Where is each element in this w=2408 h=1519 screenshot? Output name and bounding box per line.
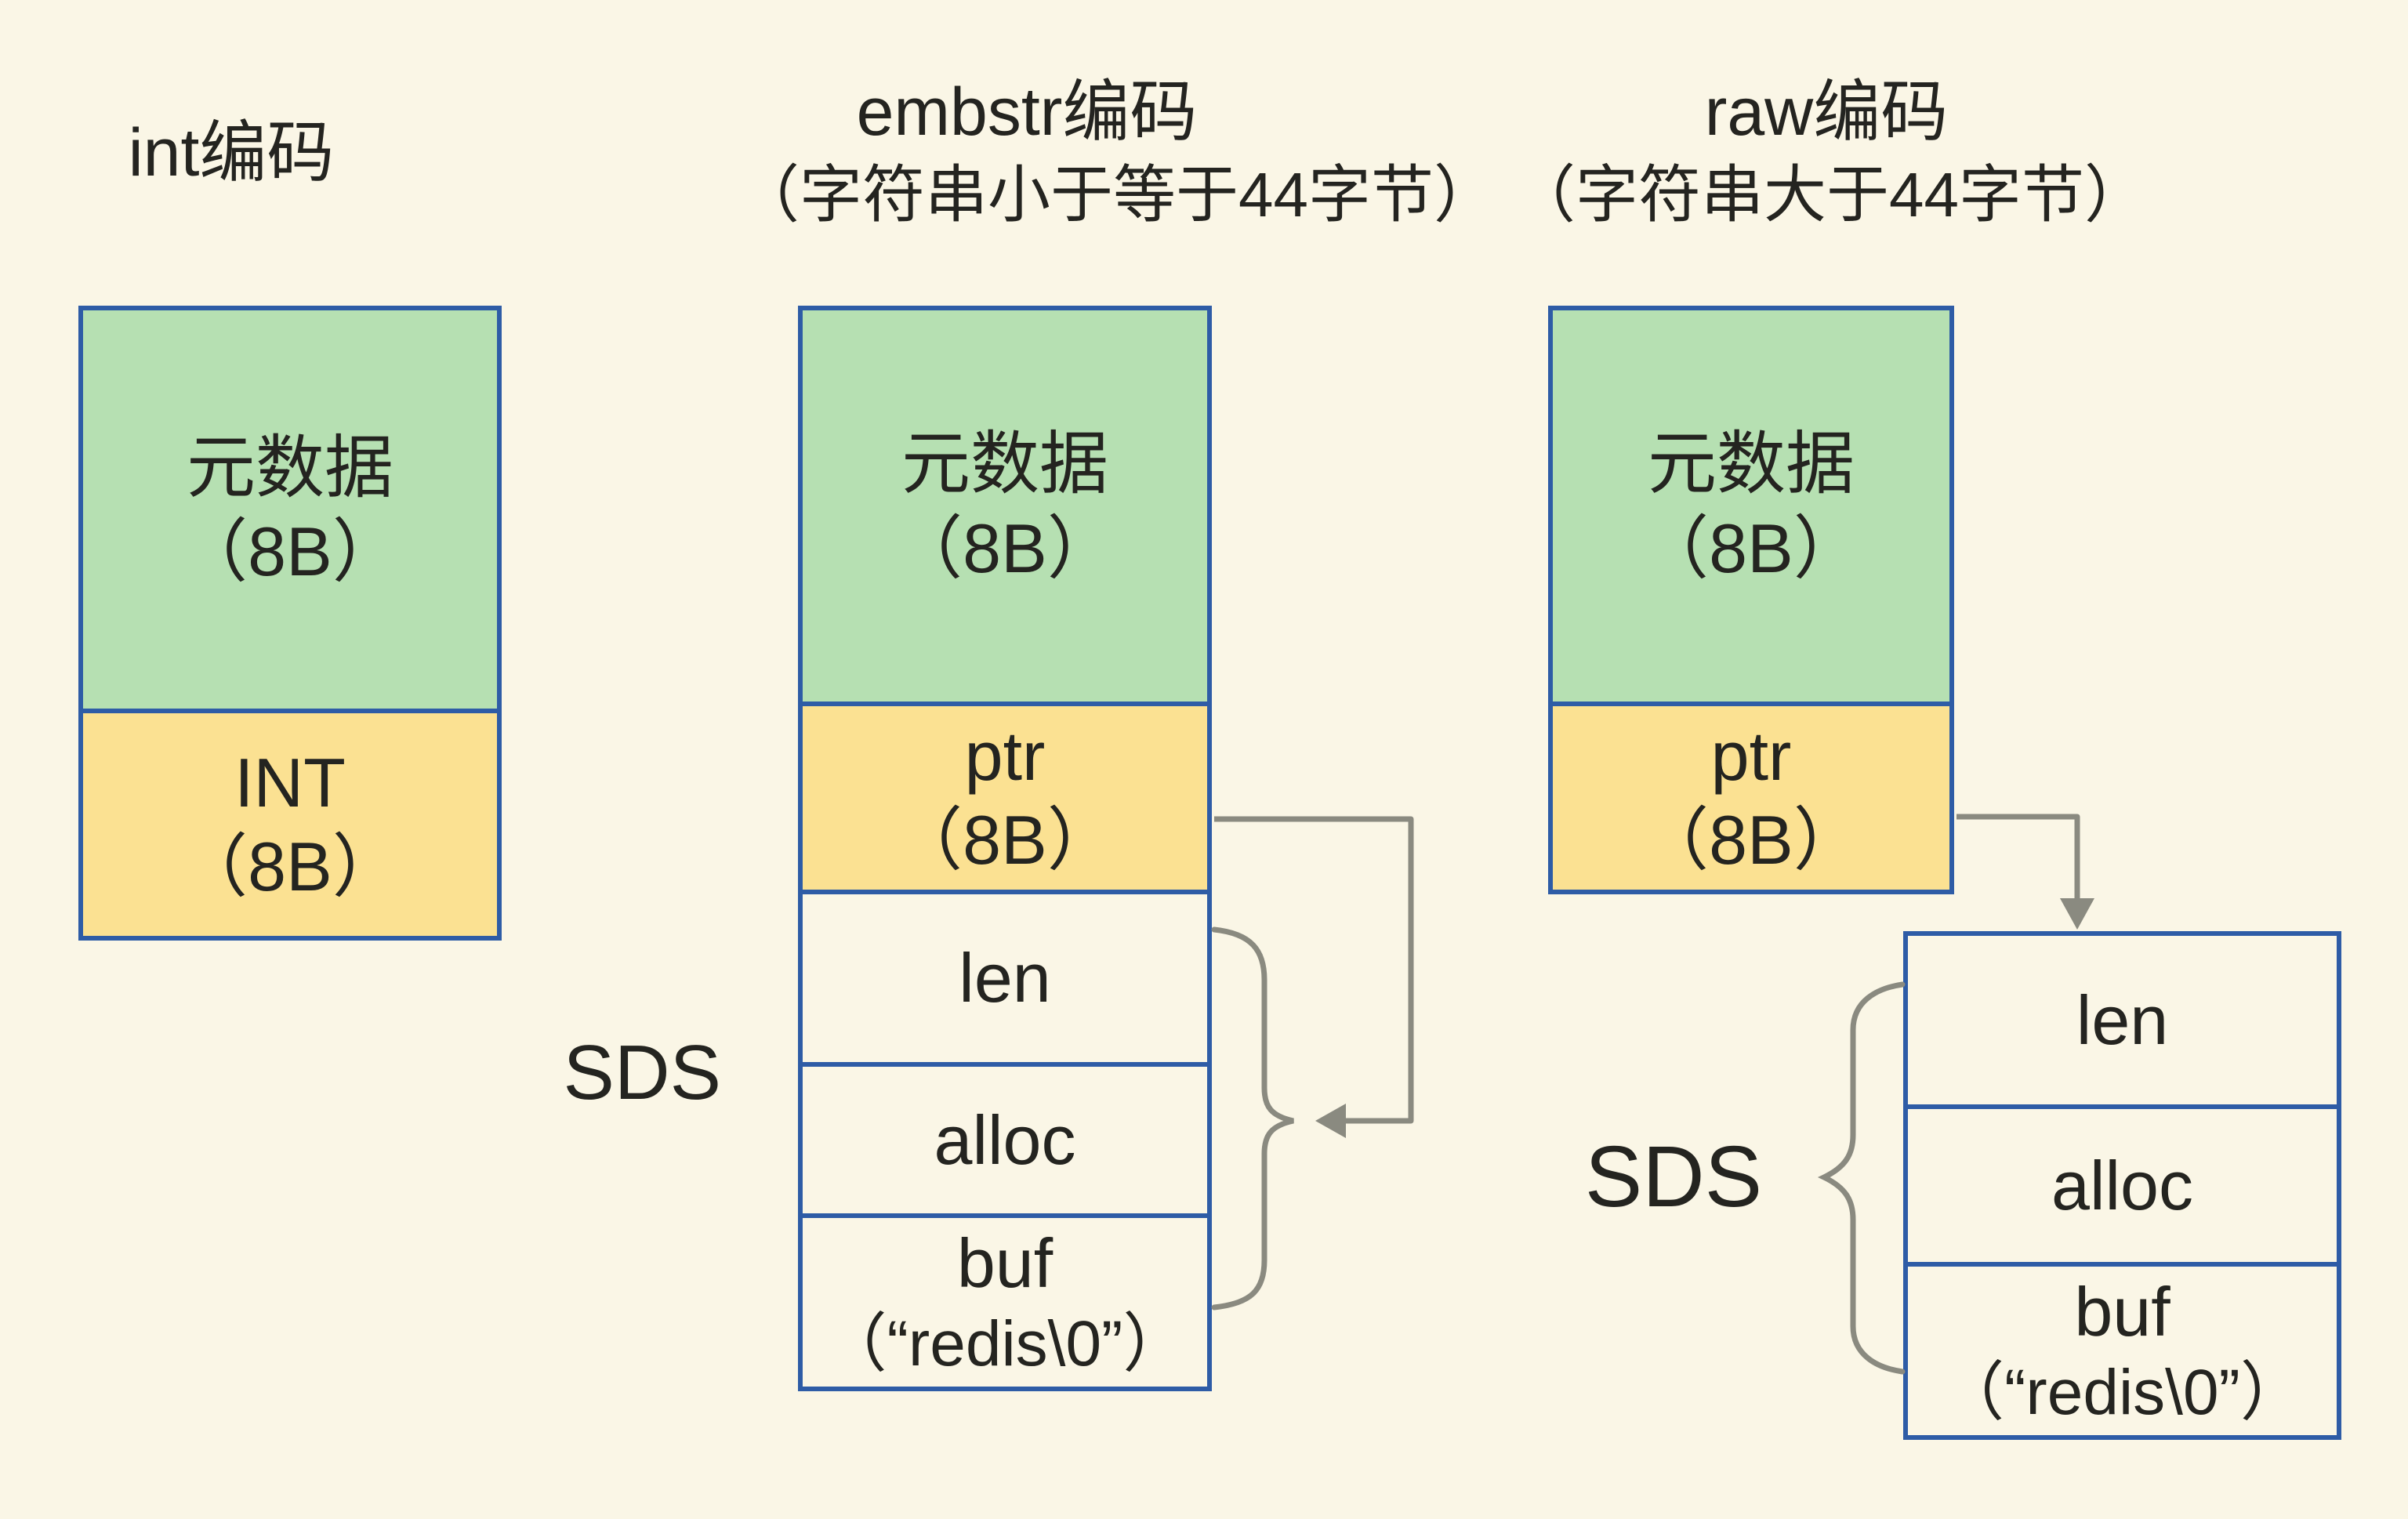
- int-metadata-label: 元数据: [186, 428, 393, 506]
- embstr-buf-value: （“redis\0”）: [822, 1308, 1188, 1380]
- raw-ptr-size: （8B）: [1640, 801, 1862, 879]
- raw-ptr-arrowhead-icon: [2060, 898, 2094, 930]
- embstr-len-box: len: [798, 890, 1212, 1067]
- embstr-ptr-arrow: [1214, 816, 1414, 1124]
- raw-len-box: len: [1903, 931, 2341, 1109]
- raw-column-header: raw编码 （字符串大于44字节）: [1513, 69, 2147, 235]
- embstr-ptr-size: （8B）: [894, 801, 1116, 879]
- embstr-subtitle: （字符串小于等于44字节）: [737, 160, 1496, 230]
- raw-metadata-box: 元数据 （8B）: [1548, 306, 1954, 706]
- int-value-size: （8B）: [179, 828, 401, 905]
- raw-sds-brace: [1817, 981, 1906, 1375]
- int-metadata-box: 元数据 （8B）: [78, 306, 502, 713]
- embstr-title: embstr编码: [856, 74, 1198, 150]
- embstr-ptr-arrowhead-icon: [1315, 1104, 1346, 1138]
- embstr-sds-label: SDS: [563, 1029, 721, 1115]
- embstr-alloc-box: alloc: [798, 1062, 1212, 1218]
- embstr-buf-box: buf （“redis\0”）: [798, 1213, 1212, 1391]
- raw-ptr-box: ptr （8B）: [1548, 701, 1954, 894]
- embstr-ptr-label: ptr: [964, 716, 1046, 795]
- embstr-sds-brace: [1211, 926, 1294, 1311]
- embstr-metadata-box: 元数据 （8B）: [798, 306, 1212, 706]
- embstr-column-header: embstr编码 （字符串小于等于44字节）: [737, 69, 1496, 235]
- embstr-len-label: len: [959, 939, 1051, 1017]
- int-value-label: INT: [234, 743, 346, 821]
- embstr-metadata-label: 元数据: [901, 425, 1108, 503]
- raw-metadata-label: 元数据: [1647, 425, 1855, 503]
- embstr-buf-label: buf: [956, 1224, 1054, 1302]
- int-value-box: INT （8B）: [78, 709, 502, 941]
- raw-buf-value: （“redis\0”）: [1940, 1357, 2305, 1429]
- raw-ptr-label: ptr: [1710, 716, 1792, 795]
- raw-len-label: len: [2076, 981, 2169, 1059]
- raw-metadata-size: （8B）: [1640, 509, 1862, 587]
- embstr-metadata-size: （8B）: [894, 509, 1116, 587]
- raw-subtitle: （字符串大于44字节）: [1513, 160, 2147, 230]
- embstr-alloc-label: alloc: [934, 1100, 1076, 1179]
- int-title: int编码: [128, 115, 335, 190]
- raw-buf-label: buf: [2074, 1272, 2170, 1350]
- raw-ptr-arrow: [1956, 814, 2080, 898]
- raw-alloc-label: alloc: [2051, 1146, 2193, 1224]
- raw-title: raw编码: [1704, 74, 1949, 150]
- embstr-ptr-box: ptr （8B）: [798, 701, 1212, 894]
- raw-sds-label: SDS: [1584, 1129, 1763, 1225]
- raw-buf-box: buf （“redis\0”）: [1903, 1262, 2341, 1440]
- int-column-header: int编码: [43, 110, 419, 196]
- int-metadata-size: （8B）: [179, 513, 401, 590]
- raw-alloc-box: alloc: [1903, 1104, 2341, 1267]
